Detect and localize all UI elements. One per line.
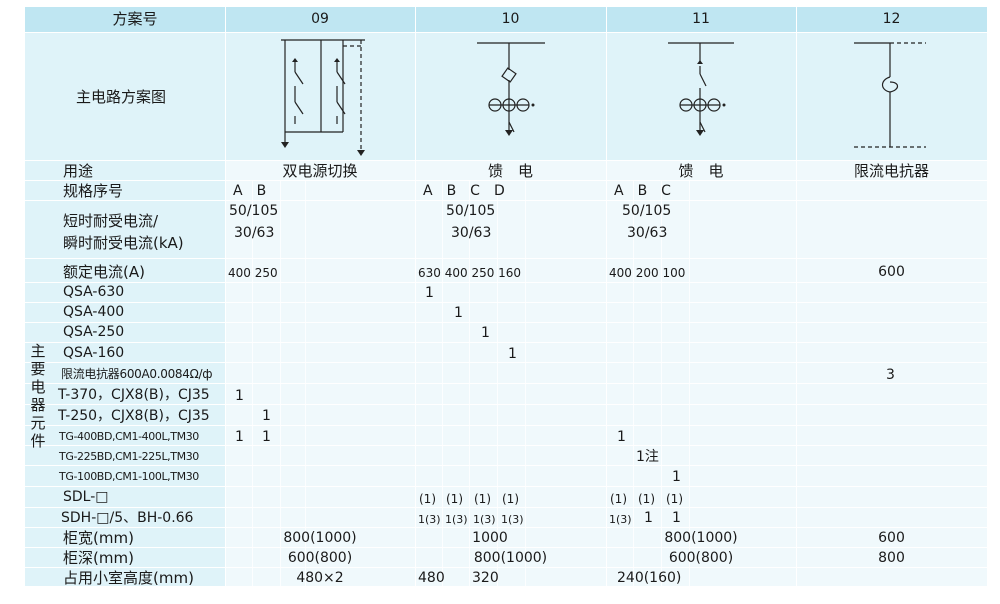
diagram-row-band — [25, 32, 987, 160]
component-value: (1) — [666, 492, 683, 506]
cabinet-width-11: 800(1000) — [664, 530, 738, 546]
component-name: TG-400BD,CM1-400L,TM30 — [59, 430, 199, 443]
short-current-09-1: 50/105 — [229, 203, 279, 219]
usage-12: 限流电抗器 — [853, 162, 929, 180]
scheme-10-header: 10 — [501, 11, 520, 27]
component-name: QSA-250 — [63, 324, 125, 340]
cabinet-depth-09: 600(800) — [287, 550, 353, 566]
circuit-diagram-09 — [281, 39, 365, 156]
cabinet-width-10: 1000 — [472, 530, 508, 546]
short-current-09-2: 30/63 — [234, 225, 275, 241]
component-value: 1 — [508, 346, 517, 362]
usage-11: 馈 电 — [678, 162, 724, 180]
component-value: (1) — [419, 492, 436, 506]
rated-current-11: 400 200 100 — [609, 266, 686, 280]
compartment-height-10a: 480 — [418, 570, 445, 586]
circuit-diagram-10 — [477, 42, 545, 136]
cabinet-width-12: 600 — [878, 530, 905, 546]
col-separator — [415, 7, 416, 586]
spec-number-label: 规格序号 — [63, 182, 124, 200]
component-name: TG-225BD,CM1-225L,TM30 — [59, 450, 199, 463]
short-current-11-2: 30/63 — [627, 225, 668, 241]
short-current-10-2: 30/63 — [451, 225, 492, 241]
compartment-height-09: 480×2 — [296, 570, 344, 586]
cabinet-depth-11: 600(800) — [668, 550, 734, 566]
component-value: (1) — [610, 492, 627, 506]
component-name: SDH-□/5、BH-0.66 — [61, 510, 194, 526]
cabinet-depth-label: 柜深(mm) — [63, 549, 134, 567]
component-value: 1 — [617, 429, 626, 445]
spec-10: A B C D — [423, 183, 505, 199]
compartment-height-label: 占用小室高度(mm) — [63, 569, 194, 587]
short-current-label-1: 短时耐受电流/ — [63, 212, 159, 230]
rated-current-09: 400 250 — [228, 266, 278, 280]
scheme-11-header: 11 — [692, 11, 710, 27]
component-name: 限流电抗器600A0.0084Ω/ф — [61, 367, 213, 381]
component-value: 1 — [235, 429, 244, 445]
main-circuit-diagram-label: 主电路方案图 — [76, 88, 167, 106]
component-value: 1 — [672, 510, 681, 526]
component-name: QSA-160 — [63, 345, 125, 361]
component-value: (1) — [502, 492, 519, 506]
component-value: 1(3) — [609, 513, 632, 526]
component-value: 1(3) — [418, 513, 441, 526]
rated-current-12: 600 — [878, 264, 905, 280]
component-value: 1注 — [636, 449, 659, 465]
col-separator — [225, 7, 226, 586]
cabinet-depth-10: 800(1000) — [473, 550, 548, 566]
scheme-12-header: 12 — [882, 11, 901, 27]
spec-11: A B C — [614, 183, 671, 199]
circuit-diagram-11 — [668, 42, 734, 136]
component-name: QSA-630 — [63, 284, 125, 300]
compartment-height-11: 240(160) — [617, 570, 682, 586]
component-value: 1 — [235, 388, 244, 404]
component-value: 1 — [262, 408, 271, 424]
scheme-09-header: 09 — [311, 11, 329, 27]
component-value: (1) — [638, 492, 655, 506]
circuit-diagram-12 — [854, 42, 926, 148]
component-value: 1(3) — [501, 513, 524, 526]
component-name: T-250，CJX8(B)，CJ35 — [58, 408, 210, 424]
rated-current-10: 630 400 250 160 — [418, 266, 522, 280]
component-value: 1 — [672, 469, 681, 485]
compartment-height-10b: 320 — [472, 570, 499, 586]
component-value: (1) — [446, 492, 463, 506]
component-name: T-370，CJX8(B)，CJ35 — [58, 387, 210, 403]
component-name: SDL-□ — [63, 489, 109, 505]
short-current-label-2: 瞬时耐受电流(kA) — [63, 234, 184, 252]
component-value: 3 — [886, 367, 895, 383]
component-value: 1 — [481, 325, 490, 341]
spec-09: A B — [233, 183, 267, 199]
short-current-10-1: 50/105 — [446, 203, 496, 219]
component-value: 1 — [425, 285, 434, 301]
component-value: 1 — [262, 429, 271, 445]
component-value: 1(3) — [473, 513, 496, 526]
scheme-number-header: 方案号 — [112, 10, 158, 28]
component-value: 1 — [644, 510, 653, 526]
component-value: 1(3) — [445, 513, 468, 526]
table-header-band — [25, 7, 987, 32]
col-separator — [606, 7, 607, 586]
short-current-11-1: 50/105 — [622, 203, 672, 219]
usage-label: 用途 — [63, 162, 94, 180]
rated-current-label: 额定电流(A) — [63, 263, 145, 281]
usage-10: 馈 电 — [487, 162, 533, 180]
col-separator — [796, 7, 797, 586]
main-components-side-label: 主 要 电 器 元 件 — [30, 342, 46, 450]
cabinet-depth-12: 800 — [878, 550, 905, 566]
usage-09: 双电源切换 — [282, 162, 358, 180]
component-value: (1) — [474, 492, 491, 506]
component-name: TG-100BD,CM1-100L,TM30 — [59, 470, 199, 483]
label-column-band — [25, 160, 225, 586]
component-value: 1 — [454, 305, 463, 321]
cabinet-width-label: 柜宽(mm) — [63, 529, 134, 547]
component-name: QSA-400 — [63, 304, 125, 320]
cabinet-width-09: 800(1000) — [283, 530, 357, 546]
